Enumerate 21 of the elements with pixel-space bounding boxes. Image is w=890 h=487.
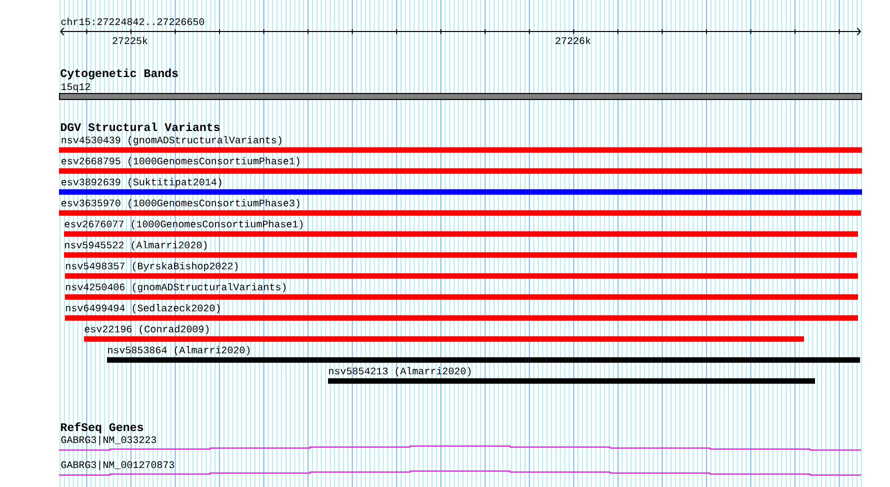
variant-label: esv3635970 (1000GenomesConsortiumPhase3) <box>62 199 300 208</box>
gene-label: GABRG3|NM_001270873 <box>61 460 174 470</box>
variant-label: esv3892639 (Suktitipat2014) <box>62 178 222 188</box>
track-heading: Cytogenetic Bands <box>60 68 178 80</box>
variant-label: nsv5945522 (Almarri2020) <box>65 241 207 250</box>
track-heading: RefSeq Genes <box>60 422 144 434</box>
variant-label: esv2676077 (1000GenomesConsortiumPhase1) <box>64 220 303 230</box>
variant-label: nsv5854213 (Almarri2020) <box>329 367 471 376</box>
variant-label: esv22196 (Conrad2009) <box>84 325 209 334</box>
variant-label: nsv4530439 (gnomADStructuralVariants) <box>62 136 282 146</box>
tick-label: 27226k <box>556 36 590 44</box>
variant-label: nsv5853864 (Almarri2020) <box>108 346 250 356</box>
variant-label: esv2668795 (1000GenomesConsortiumPhase1) <box>62 157 300 166</box>
gene-label: GABRG3|NM_033223 <box>61 436 156 446</box>
track-heading: DGV Structural Variants <box>60 122 220 132</box>
variant-label: nsv5498357 (ByrskaBishop2022) <box>66 262 238 272</box>
position-label: chr15:27224842..27226650 <box>61 18 204 26</box>
band-label: 15q12 <box>61 83 90 92</box>
variant-label: nsv6499494 (Sedlazeck2020) <box>66 304 220 314</box>
variant-label: nsv4250406 (gnomADStructuralVariants) <box>66 283 286 292</box>
tick-label: 27225k <box>112 36 148 44</box>
